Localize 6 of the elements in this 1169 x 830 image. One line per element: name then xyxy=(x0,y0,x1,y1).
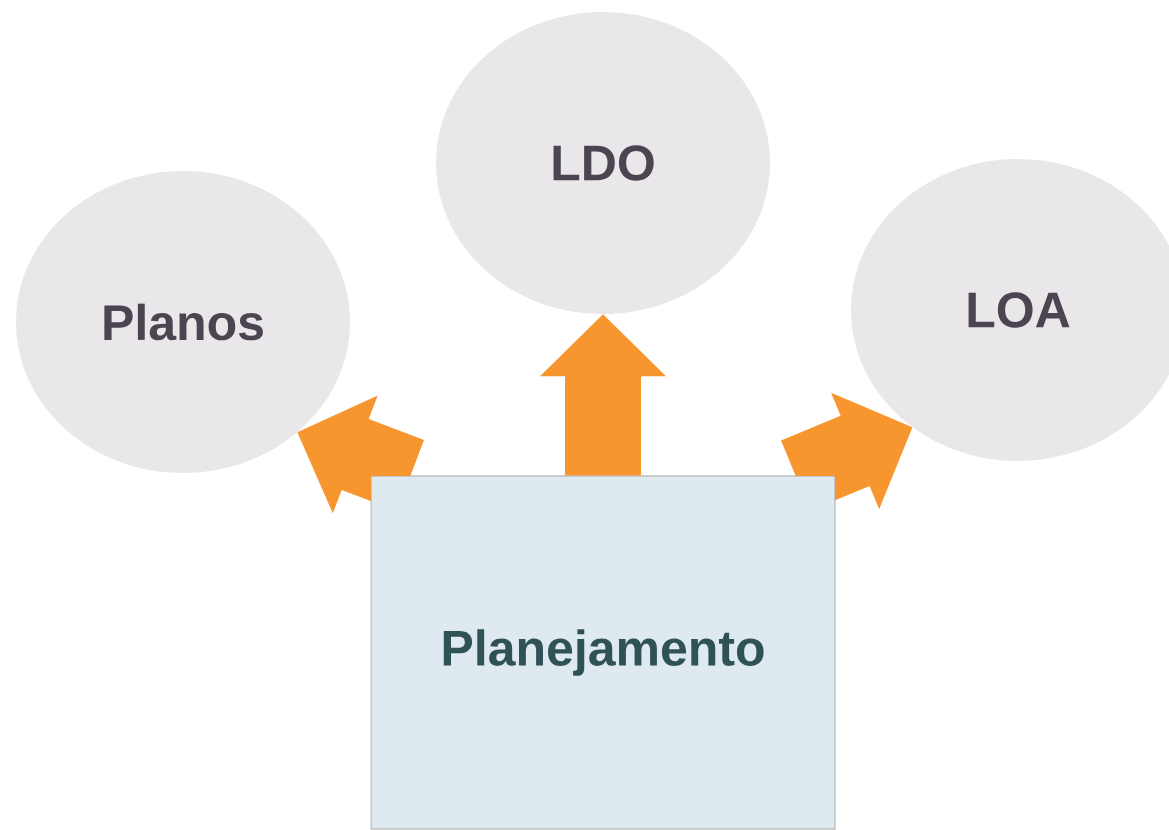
arrow xyxy=(297,395,425,514)
arrow xyxy=(540,314,666,476)
process-box: Planejamento xyxy=(370,475,836,830)
circle-node: LDO xyxy=(436,12,770,314)
arrow xyxy=(781,392,913,511)
circle-node: Planos xyxy=(16,171,350,473)
